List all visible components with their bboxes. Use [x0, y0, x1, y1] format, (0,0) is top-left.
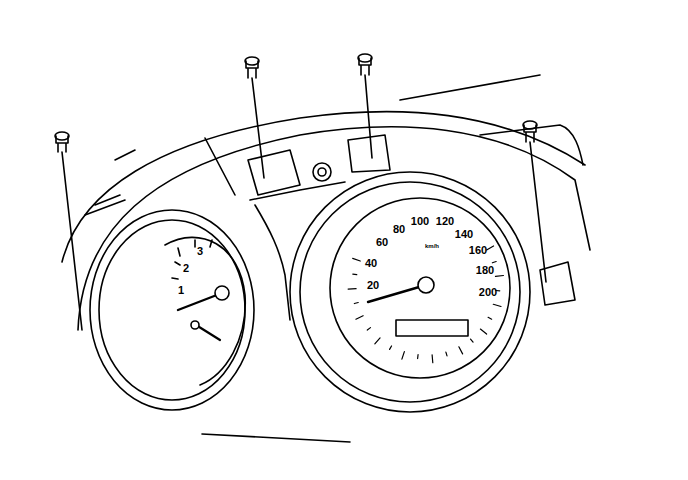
dial-number: 80 — [393, 224, 405, 235]
tick-mark — [367, 328, 370, 330]
speedo-ticks — [348, 246, 503, 363]
mount-tab — [348, 135, 390, 172]
dial-number: 200 — [479, 287, 497, 298]
tick-mark — [471, 339, 474, 342]
tick-mark — [459, 347, 463, 354]
dial-number: 20 — [367, 280, 379, 291]
dial-number: 180 — [476, 265, 494, 276]
wire — [255, 205, 290, 320]
bezel-edge — [115, 138, 235, 195]
tick-mark — [353, 258, 361, 261]
screw — [245, 57, 264, 178]
speedo-bezel — [300, 182, 520, 402]
dial-number: 2 — [183, 263, 189, 274]
gauge-needle — [196, 325, 220, 340]
screw — [358, 54, 372, 158]
screw — [523, 121, 546, 282]
dial-number: 120 — [436, 216, 454, 227]
dial-number: 140 — [455, 229, 473, 240]
bezel-edge — [85, 195, 125, 215]
wire — [250, 182, 345, 200]
tick-mark — [495, 275, 503, 277]
tick-mark — [492, 262, 496, 263]
tick-mark — [446, 352, 447, 356]
dial-number: 100 — [411, 216, 429, 227]
tick-mark — [487, 246, 494, 250]
trim-line — [202, 434, 350, 442]
connector — [313, 163, 331, 181]
housing-arc — [78, 127, 590, 330]
dial-number: 40 — [365, 258, 377, 269]
tick-mark — [348, 288, 356, 290]
tick-mark — [402, 352, 404, 360]
speedo-bezel — [290, 172, 530, 412]
tick-mark — [390, 346, 392, 349]
tach-dial — [165, 237, 245, 385]
dial-number: 1 — [178, 285, 184, 296]
mount-tab — [248, 150, 300, 195]
tick-mark — [356, 316, 363, 320]
screw — [55, 132, 82, 330]
speedo-dial — [330, 198, 510, 378]
tach-bezel — [90, 210, 254, 410]
needle-hub — [418, 277, 434, 293]
tick-mark — [375, 338, 380, 344]
tach-ticks — [172, 240, 212, 279]
dial-number: km/h — [425, 243, 439, 249]
tick-mark — [432, 355, 434, 363]
dial-number: 3 — [197, 246, 203, 257]
tick-mark — [417, 355, 419, 359]
dash-edge — [400, 75, 540, 100]
tick-mark — [354, 303, 358, 304]
tach-bezel — [99, 220, 245, 400]
tick-mark — [493, 304, 501, 306]
dial-number: 60 — [376, 237, 388, 248]
dial-number: 160 — [469, 245, 487, 256]
tick-mark — [488, 317, 492, 319]
needle-hub — [215, 286, 229, 300]
tick-mark — [480, 329, 486, 334]
odometer-window — [396, 320, 468, 336]
needle-hub — [191, 321, 199, 329]
tick-mark — [353, 273, 357, 275]
connector — [318, 168, 326, 176]
